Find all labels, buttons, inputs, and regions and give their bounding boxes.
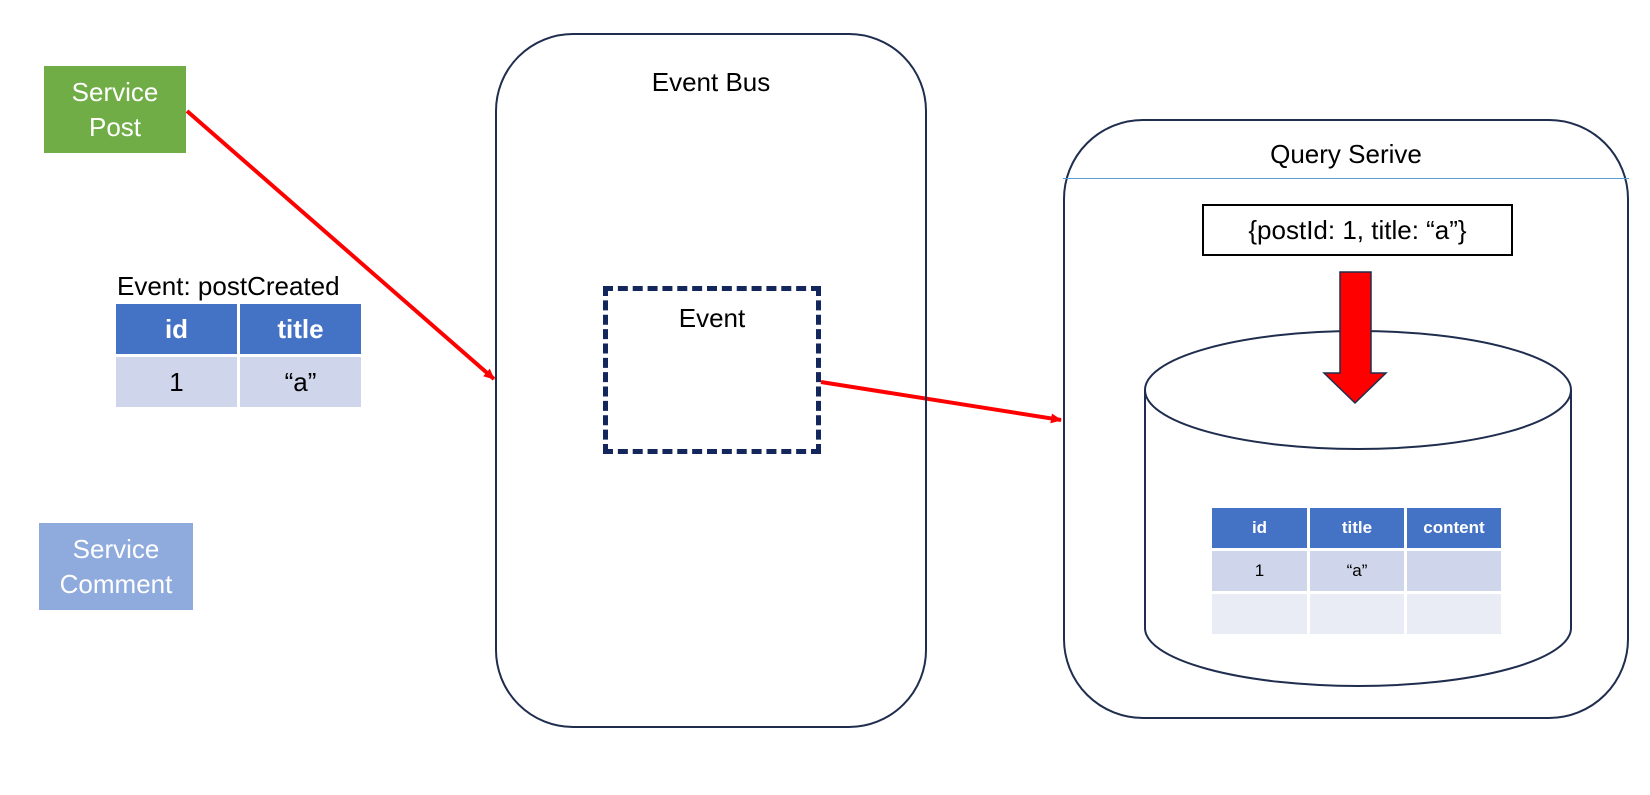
query-service-title: Query Serive [1270,139,1422,169]
db-header-title: title [1310,508,1404,548]
db-cell-id: 1 [1212,551,1307,591]
db-cell-content [1407,551,1501,591]
service-comment-line1: Service [72,533,160,564]
post-to-bus-arrow [185,109,496,381]
db-header-content: content [1407,508,1501,548]
event-payload-box: {postId: 1, title: “a”} [1202,204,1513,256]
event-table-cell-id: 1 [116,357,237,407]
event-bus-title: Event Bus [651,67,771,97]
service-post-line1: Service [71,76,159,107]
event-table-cell-title: “a” [240,357,361,407]
event-box-label: Event [678,303,746,333]
insert-down-arrow [1322,271,1388,405]
query-service-container [1063,119,1629,719]
table-row: 1 “a” [1212,551,1501,591]
db-cell-content [1407,594,1501,634]
table-row [1212,594,1501,634]
service-post-box: Service Post [44,66,186,153]
event-table-header-id: id [116,304,237,354]
event-payload-text: {postId: 1, title: “a”} [1248,214,1467,245]
query-db-table: id title content 1 “a” [1209,505,1504,637]
db-cell-id [1212,594,1307,634]
event-table-header-title: title [240,304,361,354]
event-message-table: id title 1 “a” [113,301,364,410]
db-header-id: id [1212,508,1307,548]
event-dashed-box [603,286,821,454]
db-cell-title: “a” [1310,551,1404,591]
event-bus-container [495,33,927,728]
service-post-line2: Post [88,111,142,142]
db-cell-title [1310,594,1404,634]
query-service-divider [1063,178,1629,179]
service-comment-line2: Comment [59,568,173,599]
event-message-label: Event: postCreated [117,271,340,301]
service-comment-box: Service Comment [39,523,193,610]
event-to-query-arrow [820,380,1062,424]
